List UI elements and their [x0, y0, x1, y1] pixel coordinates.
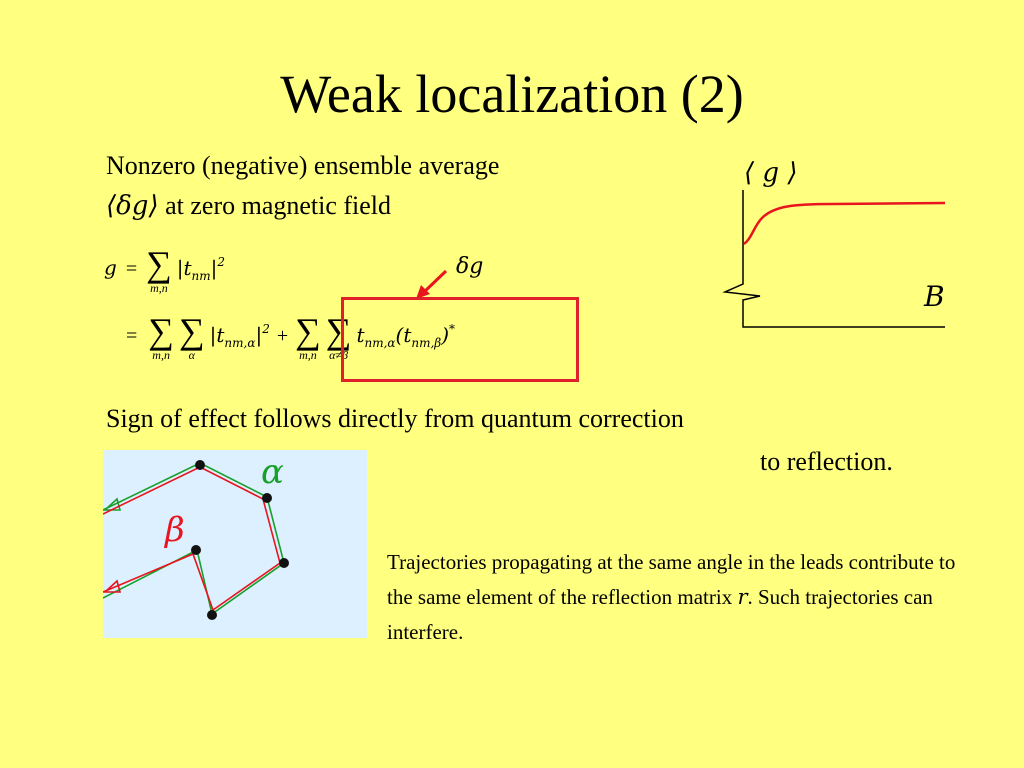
sum-index-mn: m,n	[150, 281, 168, 295]
trajectory-diagram: α β	[103, 450, 367, 638]
scatterer	[262, 493, 272, 503]
conductance-curve	[743, 201, 946, 245]
intro-line-2-container: ⟨δg⟩ at zero magnetic field	[106, 190, 391, 222]
sum-symbol: ∑	[178, 311, 205, 351]
abs-close: |	[255, 322, 263, 347]
sub-nm: nm	[191, 268, 211, 283]
sum-symbol: ∑	[325, 311, 352, 351]
graph-x-label: B	[924, 280, 945, 313]
graph-axes	[722, 190, 945, 328]
t: t	[356, 322, 365, 347]
beta-label: β	[165, 510, 185, 550]
sum-index-mn: m,n	[152, 348, 170, 362]
sum-index-alpha: α	[188, 348, 195, 362]
sum-index-mn: m,n	[299, 348, 317, 362]
sup-star: *	[449, 321, 456, 336]
scatterer	[195, 460, 205, 470]
sub-nm-beta: nm,β	[411, 335, 442, 350]
eq2-sum-alpha: ∑ α	[179, 313, 205, 361]
abs-close: |	[210, 255, 218, 280]
eq1-term: |tnm|2	[176, 254, 226, 283]
eq2-plus: +	[276, 324, 289, 347]
graph-y-label: ⟨ g ⟩	[744, 158, 798, 188]
reflection-matrix-symbol: r	[737, 585, 748, 609]
eq2-sum-mn: ∑ m,n	[148, 313, 174, 361]
slide-title: Weak localization (2)	[280, 64, 744, 124]
trajectory-explanation: Trajectories propagating at the same ang…	[387, 545, 977, 650]
scatterer	[191, 545, 201, 555]
equation-line-2: = ∑ m,n ∑ α |tnm,α|2 + ∑ m,n ∑ α≠β tnm,α…	[126, 313, 455, 361]
beta-trajectory	[103, 466, 281, 612]
eq2-sum-mn-2: ∑ m,n	[295, 313, 321, 361]
intro-line-1: Nonzero (negative) ensemble average	[106, 151, 500, 180]
sum-symbol: ∑	[148, 311, 174, 351]
sub-nm-alpha: nm,α	[364, 335, 396, 350]
eq2-equals: =	[126, 324, 138, 347]
delta-g-label: δg	[456, 254, 484, 279]
paragraph-text-end: . Such trajectories can interfere.	[387, 585, 933, 644]
alpha-label: α	[261, 452, 284, 492]
abs-t: |t	[209, 322, 225, 347]
scatterer	[207, 610, 217, 620]
eq1-sum: ∑ m,n	[146, 246, 172, 294]
delta-g-average-symbol: ⟨δg⟩	[106, 191, 159, 221]
interference-term-highlight	[341, 297, 579, 382]
paren-t: (t	[395, 322, 412, 347]
sup-2: 2	[262, 321, 270, 336]
sign-line-1: Sign of effect follows directly from qua…	[106, 404, 684, 433]
sum-symbol: ∑	[146, 244, 172, 284]
abs-t: |t	[176, 255, 192, 280]
scatterers	[191, 460, 289, 620]
intro-line-2: at zero magnetic field	[165, 191, 392, 220]
sup-2: 2	[217, 254, 226, 269]
alpha-trajectory	[103, 462, 285, 616]
eq2-term: |tnm,α|2	[209, 321, 270, 350]
paren-close: )	[441, 322, 450, 347]
pointer-arrow	[416, 269, 448, 299]
trajectory-paths	[103, 460, 289, 620]
scatterer	[279, 558, 289, 568]
eq2-cross-term: tnm,α(tnm,β)*	[356, 321, 456, 350]
alpha-arrowhead	[103, 497, 122, 511]
beta-arrowhead	[103, 579, 122, 593]
paragraph-text: Trajectories propagating at the same ang…	[387, 550, 956, 609]
equation-line-1: g = ∑ m,n |tnm|2	[104, 246, 225, 294]
sub-nm-alpha: nm,α	[224, 335, 256, 350]
sum-symbol: ∑	[295, 311, 321, 351]
conductance-graph	[722, 190, 946, 328]
eq1-g: g	[104, 255, 117, 280]
sign-line-2: to reflection.	[760, 447, 893, 476]
eq1-equals: =	[125, 257, 138, 280]
